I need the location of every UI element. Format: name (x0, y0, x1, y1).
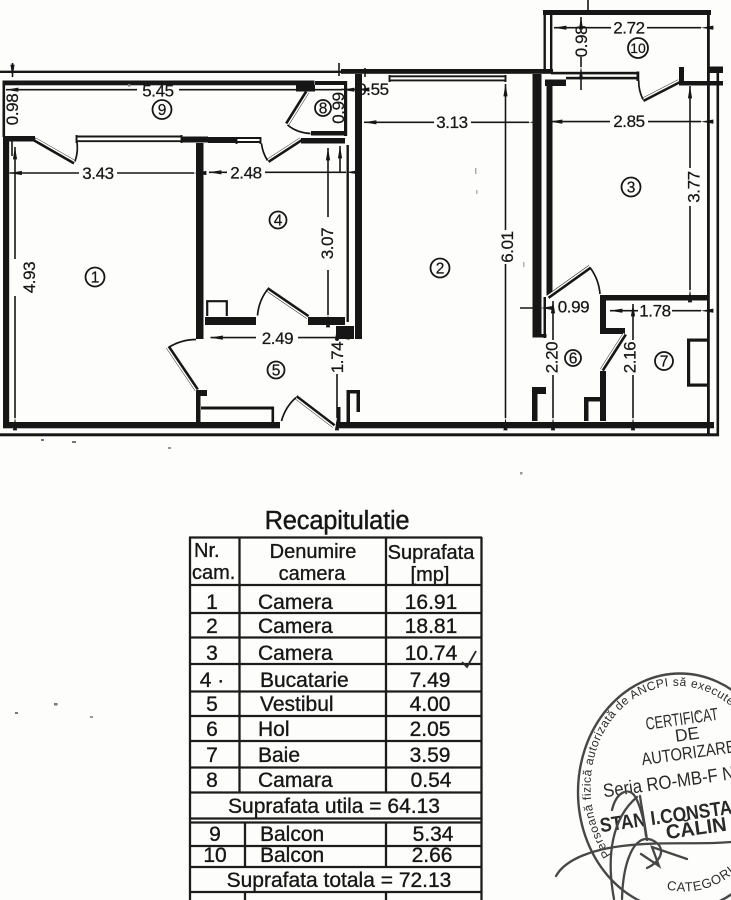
svg-text:Balcon: Balcon (260, 823, 324, 846)
svg-text:Hol: Hol (258, 718, 290, 741)
svg-text:camera: camera (279, 563, 347, 585)
svg-text:0.99: 0.99 (558, 298, 590, 317)
svg-text:3.77: 3.77 (684, 171, 703, 203)
svg-text:0.99: 0.99 (329, 92, 348, 124)
svg-text:0.54: 0.54 (411, 769, 452, 792)
svg-text:16.91: 16.91 (405, 591, 458, 614)
svg-text:4: 4 (274, 213, 283, 230)
svg-text:5: 5 (272, 363, 281, 380)
svg-text:2: 2 (436, 261, 445, 278)
svg-text:10: 10 (203, 844, 226, 867)
svg-text:Denumire: Denumire (270, 541, 357, 563)
svg-text:2.05: 2.05 (410, 718, 451, 741)
svg-text:0.98: 0.98 (3, 94, 22, 126)
svg-text:2.48: 2.48 (230, 164, 262, 183)
svg-text:Baie: Baie (258, 744, 300, 767)
svg-text:Camera: Camera (258, 615, 333, 638)
svg-text:Camera: Camera (258, 642, 333, 665)
svg-text:3.43: 3.43 (82, 164, 114, 183)
svg-text:DE: DE (674, 723, 701, 746)
svg-text:Bucatarie: Bucatarie (260, 669, 349, 692)
svg-text:Camara: Camara (258, 769, 333, 792)
svg-text:cam.: cam. (192, 562, 235, 584)
svg-text:8: 8 (206, 769, 218, 792)
svg-text:7: 7 (206, 744, 218, 767)
svg-text:Suprafata utila = 64.13: Suprafata utila = 64.13 (228, 795, 440, 818)
svg-text:9: 9 (158, 102, 167, 119)
svg-text:7: 7 (660, 354, 669, 371)
svg-text:2.85: 2.85 (613, 112, 645, 131)
svg-text:Nr.: Nr. (194, 540, 220, 562)
svg-text:3.07: 3.07 (318, 228, 337, 260)
svg-text:9: 9 (209, 823, 221, 846)
svg-text:2.20: 2.20 (542, 342, 561, 374)
svg-text:2.16: 2.16 (620, 342, 639, 374)
svg-text:1: 1 (91, 270, 100, 287)
svg-text:1.74: 1.74 (328, 342, 347, 374)
svg-text:Camera: Camera (258, 591, 333, 614)
svg-text:0.55: 0.55 (357, 80, 389, 99)
svg-text:Recapitulatie: Recapitulatie (265, 507, 410, 535)
svg-text:3.13: 3.13 (436, 113, 468, 132)
svg-text:1.78: 1.78 (639, 302, 671, 321)
svg-text:6: 6 (569, 351, 578, 368)
svg-text:[mp]: [mp] (411, 564, 450, 586)
svg-text:3.59: 3.59 (410, 744, 451, 767)
svg-text:4.93: 4.93 (20, 262, 39, 294)
svg-text:2: 2 (206, 615, 218, 638)
svg-text:7.49: 7.49 (410, 669, 451, 692)
svg-text:1: 1 (206, 591, 218, 614)
svg-text:2.49: 2.49 (262, 329, 294, 348)
svg-text:18.81: 18.81 (405, 615, 458, 638)
svg-text:10: 10 (630, 40, 646, 56)
svg-text:2.72: 2.72 (613, 19, 645, 38)
svg-text:Balcon: Balcon (260, 844, 324, 867)
svg-text:Suprafata totala = 72.13: Suprafata totala = 72.13 (227, 869, 452, 892)
svg-text:0.98: 0.98 (572, 26, 591, 58)
svg-text:3: 3 (206, 642, 218, 665)
svg-text:3: 3 (627, 180, 636, 197)
svg-text:4.00: 4.00 (410, 693, 451, 716)
svg-text:10.74: 10.74 (405, 642, 458, 665)
svg-text:5.34: 5.34 (413, 823, 454, 846)
svg-text:5: 5 (206, 693, 218, 716)
svg-text:6: 6 (206, 718, 218, 741)
svg-text:Vestibul: Vestibul (260, 693, 334, 716)
svg-text:5.45: 5.45 (142, 82, 174, 101)
svg-text:2.66: 2.66 (412, 844, 453, 867)
svg-text:8: 8 (319, 101, 328, 118)
svg-text:6.01: 6.01 (498, 231, 517, 263)
svg-text:Suprafata: Suprafata (388, 542, 476, 564)
svg-text:4 ·: 4 · (200, 669, 225, 692)
